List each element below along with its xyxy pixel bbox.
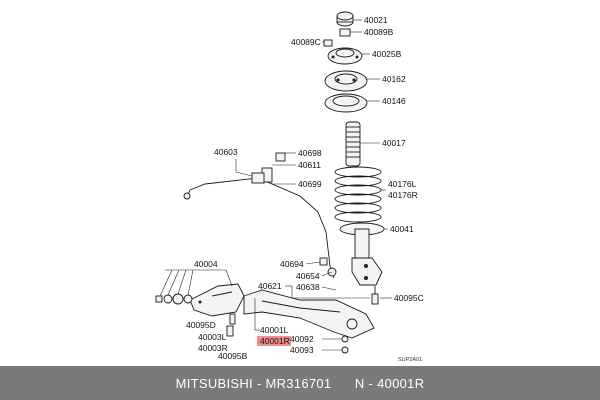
figure-reference: SUP2A01 bbox=[398, 357, 422, 363]
label-40176l: 40176L bbox=[388, 179, 417, 189]
label-40699: 40699 bbox=[298, 179, 322, 189]
strut-assembly bbox=[339, 222, 385, 286]
label-40638: 40638 bbox=[296, 282, 320, 292]
spring-upper-seat bbox=[324, 70, 368, 92]
label-40003r: 40003R bbox=[198, 343, 228, 353]
label-40603: 40603 bbox=[214, 147, 238, 157]
label-40611: 40611 bbox=[298, 160, 321, 170]
part-info-bar: MITSUBISHI - MR316701 N - 40001R bbox=[0, 366, 600, 400]
highlight-40001r bbox=[257, 336, 291, 346]
stabilizer-bushing bbox=[251, 167, 273, 184]
lower-arm-bracket bbox=[189, 283, 245, 317]
label-40092: 40092 bbox=[290, 334, 314, 344]
label-40025b: 40025B bbox=[372, 49, 402, 59]
dust-boot bbox=[345, 121, 361, 167]
label-40095c: 40095C bbox=[394, 293, 424, 303]
label-40698: 40698 bbox=[298, 148, 322, 158]
stabilizer-bar bbox=[183, 177, 331, 267]
coil-spring bbox=[334, 166, 382, 223]
stabilizer-bracket bbox=[275, 152, 286, 162]
label-40021: 40021 bbox=[364, 15, 388, 25]
label-40041: 40041 bbox=[390, 224, 414, 234]
label-40621: 40621 bbox=[258, 281, 282, 291]
label-40017: 40017 bbox=[382, 138, 406, 148]
label-40176r: 40176R bbox=[388, 190, 418, 200]
label-40654: 40654 bbox=[296, 271, 320, 281]
footer-separator: - bbox=[252, 375, 266, 391]
label-40004: 40004 bbox=[194, 259, 218, 269]
label-40093: 40093 bbox=[290, 345, 314, 355]
spring-pad bbox=[324, 93, 368, 113]
label-40003l: 40003L bbox=[198, 332, 227, 342]
label-40089b: 40089B bbox=[364, 27, 394, 37]
strut-mount-insulator bbox=[327, 47, 363, 65]
ball-joint bbox=[371, 286, 379, 305]
suspension-exploded-diagram: 40021 40089B 40089C 40025B 40162 40146 4… bbox=[155, 11, 424, 363]
strut-nut bbox=[339, 28, 351, 37]
nut-40089c bbox=[323, 39, 333, 47]
label-40001l: 40001L bbox=[260, 325, 289, 335]
lower-arm-bushings bbox=[155, 293, 193, 305]
footer-brand: MITSUBISHI bbox=[175, 375, 253, 391]
label-40095b: 40095B bbox=[218, 351, 248, 361]
footer-part-number: MR316701 bbox=[265, 375, 332, 391]
label-40089c: 40089C bbox=[291, 37, 321, 47]
label-40162: 40162 bbox=[382, 74, 406, 84]
lower-arm bbox=[243, 289, 375, 339]
label-40001r: 40001R bbox=[260, 336, 290, 346]
strut-nut-cap bbox=[336, 11, 354, 27]
label-40146: 40146 bbox=[382, 96, 406, 106]
footer-gap bbox=[331, 376, 354, 391]
footer-catalog-code: N - 40001R bbox=[354, 375, 425, 391]
stabilizer-link bbox=[319, 257, 337, 279]
label-40095d: 40095D bbox=[186, 320, 216, 330]
leader-lines bbox=[159, 19, 392, 351]
label-40694: 40694 bbox=[280, 259, 304, 269]
